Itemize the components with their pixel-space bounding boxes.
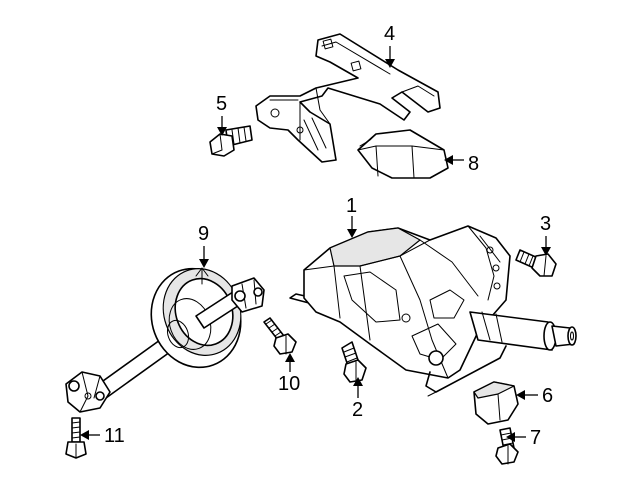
- callout-5: 5: [216, 93, 227, 136]
- part-4-support-bracket: [255, 33, 441, 163]
- callout-label-11: 11: [104, 425, 125, 447]
- callout-label-5: 5: [216, 93, 227, 115]
- callout-label-9: 9: [198, 223, 209, 245]
- callout-7: 7: [506, 427, 541, 449]
- callout-2: 2: [352, 377, 363, 421]
- callout-label-1: 1: [346, 195, 357, 217]
- callout-4: 4: [384, 23, 395, 68]
- part-3-bolt: [515, 249, 557, 277]
- callout-label-4: 4: [384, 23, 395, 45]
- part-5-bolt: [209, 125, 253, 157]
- callout-label-10: 10: [278, 373, 300, 395]
- part-8-module: [357, 129, 449, 179]
- callout-11: 11: [80, 425, 125, 447]
- callout-1: 1: [346, 195, 357, 238]
- callout-label-7: 7: [530, 427, 541, 449]
- callout-label-2: 2: [352, 399, 363, 421]
- part-6-cover: [473, 381, 519, 425]
- callout-6: 6: [516, 385, 553, 407]
- callout-label-8: 8: [468, 153, 479, 175]
- part-10-bolt: [263, 317, 297, 355]
- part-11-bolt: [65, 417, 87, 459]
- callout-label-3: 3: [540, 213, 551, 235]
- callout-8: 8: [444, 153, 479, 175]
- part-7-bolt: [495, 427, 519, 465]
- callout-9: 9: [198, 223, 209, 268]
- part-1-steering-column: [289, 225, 577, 397]
- callout-label-6: 6: [542, 385, 553, 407]
- part-9-intermediate-shaft: [65, 267, 265, 413]
- callout-3: 3: [540, 213, 551, 256]
- callout-10: 10: [278, 353, 300, 395]
- part-2-bolt: [341, 341, 367, 383]
